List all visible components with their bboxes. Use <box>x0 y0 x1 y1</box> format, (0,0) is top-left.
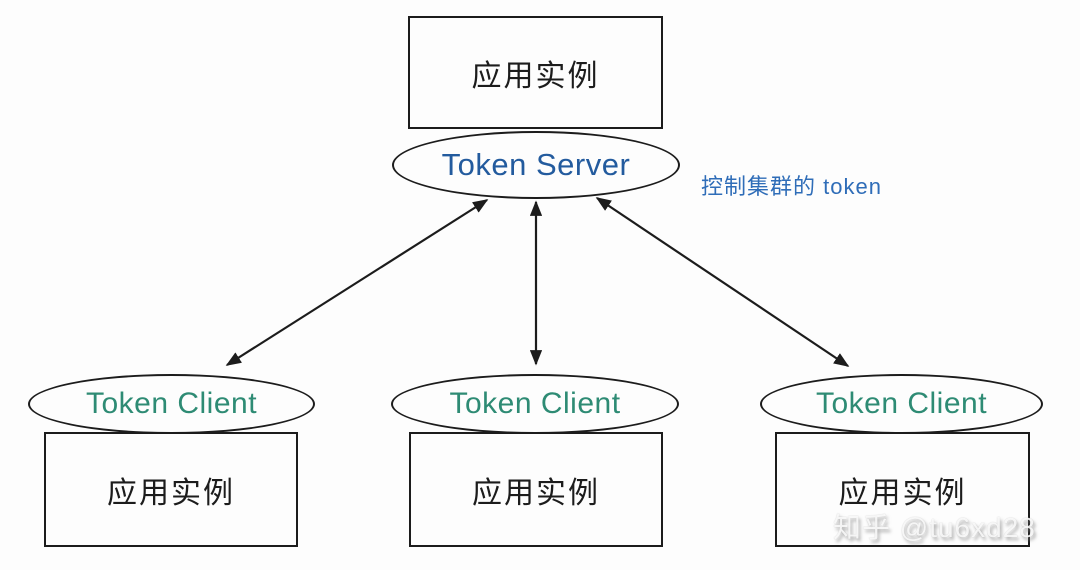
app-instance-label: 应用实例 <box>472 476 600 510</box>
app-instance-label: 应用实例 <box>838 476 967 510</box>
token-client-ellipse-left: Token Client <box>28 374 315 434</box>
arrow-server-to-left-client <box>225 199 489 366</box>
app-instance-box-server: 应用实例 <box>408 16 663 129</box>
app-instance-label: 应用实例 <box>107 476 235 510</box>
app-instance-label: 应用实例 <box>471 59 600 93</box>
token-client-ellipse-right: Token Client <box>760 374 1043 434</box>
app-instance-box-right: 应用实例 <box>775 432 1030 547</box>
arrow-server-to-right-client <box>595 197 850 367</box>
token-client-label: Token Client <box>85 387 258 420</box>
watermark: 知乎 @tu6xd28 <box>833 512 1036 543</box>
app-instance-box-left: 应用实例 <box>44 432 298 547</box>
server-annotation: 控制集群的 token <box>701 174 882 199</box>
app-instance-box-middle: 应用实例 <box>409 432 663 547</box>
token-client-label: Token Client <box>815 387 988 420</box>
token-server-label: Token Server <box>441 147 631 182</box>
token-client-label: Token Client <box>449 387 621 420</box>
token-client-ellipse-middle: Token Client <box>391 374 679 434</box>
token-server-ellipse: Token Server <box>392 131 680 199</box>
